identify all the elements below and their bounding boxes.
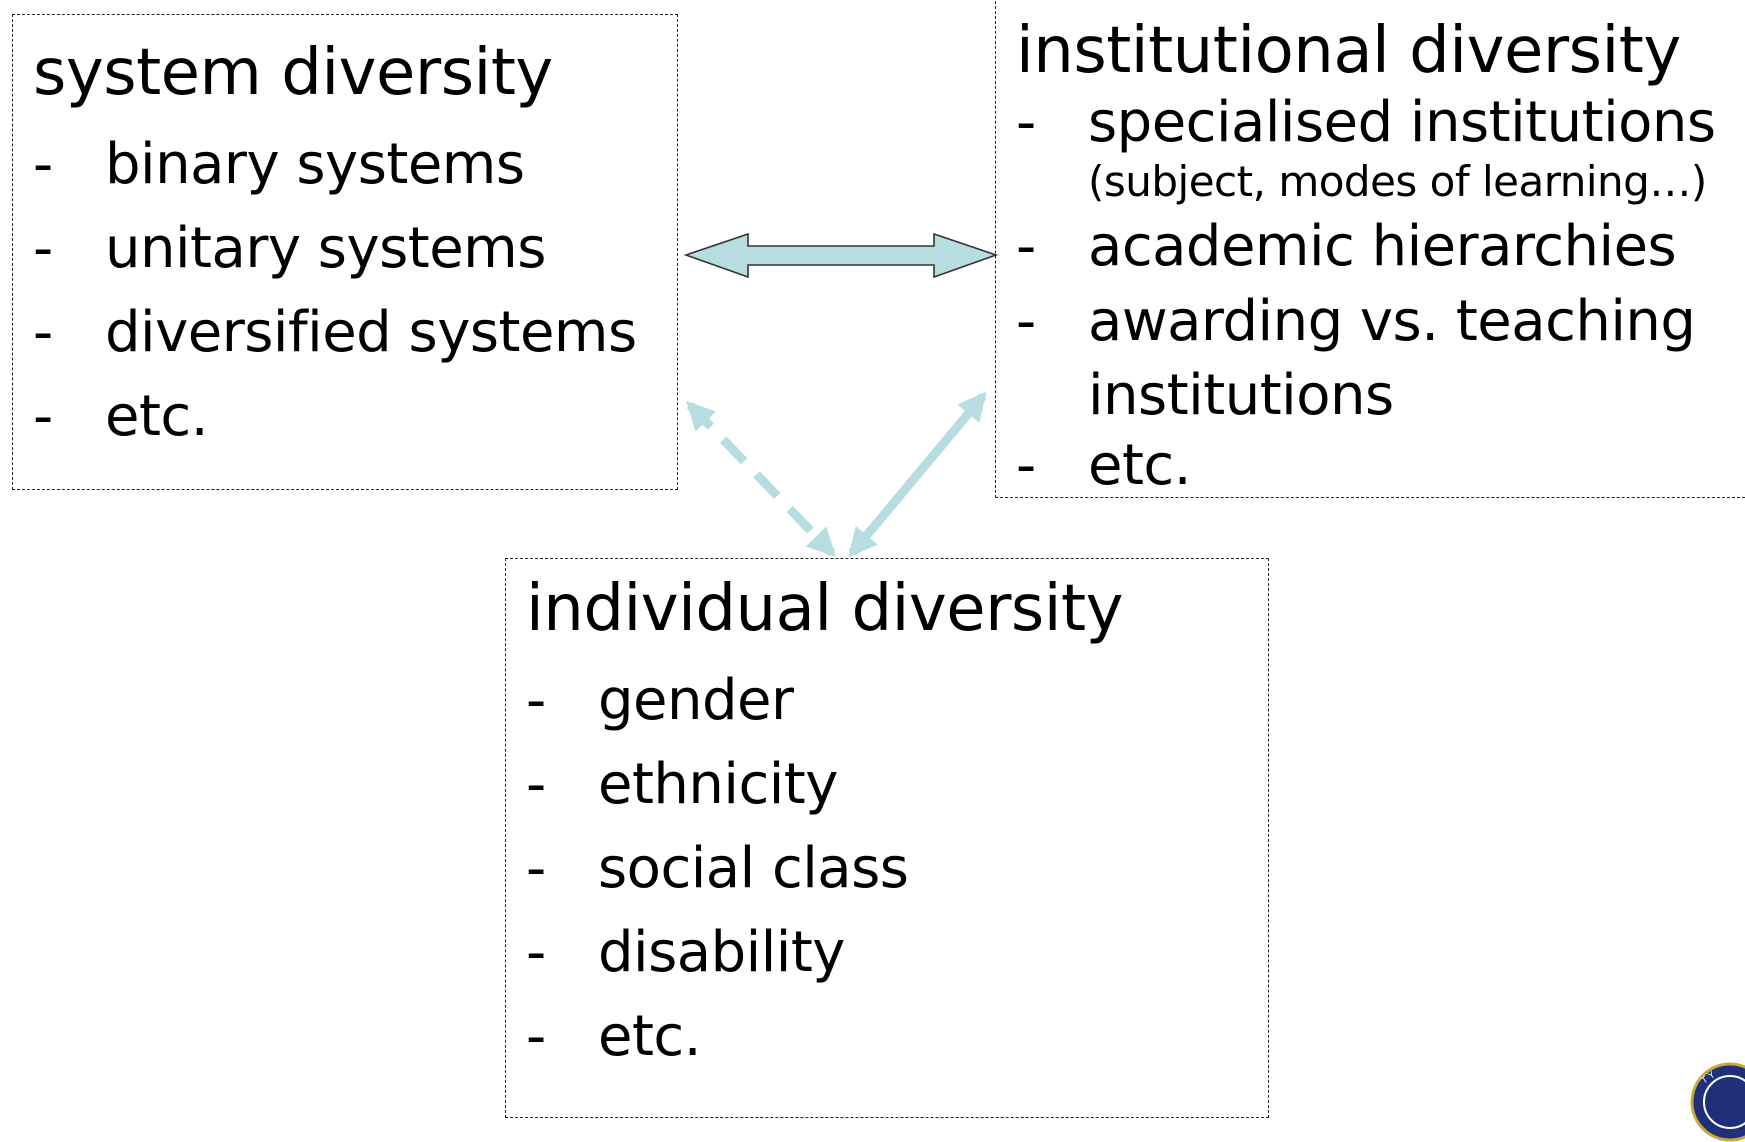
bullet-dash: - [33, 384, 53, 449]
list-item-text: academic hierarchies [1088, 214, 1677, 279]
system-diversity-box: system diversity -binary systems -unitar… [12, 14, 678, 490]
list-item-text: etc. [1088, 433, 1192, 498]
bullet-dash: - [1016, 289, 1036, 354]
list-item-text-line2: institutions [1088, 363, 1394, 428]
solid-double-arrow [848, 391, 987, 558]
list-item-text: social class [598, 836, 909, 901]
list-item-text: binary systems [105, 132, 525, 197]
list-item-text: gender [598, 668, 794, 733]
list-item-text: ethnicity [598, 752, 838, 817]
list-item-text: awarding vs. teaching [1088, 289, 1696, 354]
list-item-text: unitary systems [105, 216, 546, 281]
individual-diversity-box: individual diversity -gender -ethnicity … [505, 558, 1269, 1118]
bullet-dash: - [1016, 433, 1036, 498]
bullet-dash: - [526, 752, 546, 817]
list-item-text: etc. [105, 384, 209, 449]
dashed-double-arrow [686, 400, 836, 558]
list-item-note: (subject, modes of learning…) [1088, 157, 1707, 206]
double-block-arrow [683, 232, 999, 279]
institutional-diversity-box: institutional diversity - specialised in… [995, 0, 1745, 498]
list-item-text: etc. [598, 1004, 702, 1069]
list-item-text: diversified systems [105, 300, 637, 365]
bullet-dash: - [1016, 214, 1036, 279]
bullet-dash: - [1016, 90, 1036, 155]
bullet-dash: - [33, 132, 53, 197]
system-diversity-title: system diversity [33, 36, 553, 110]
bullet-dash: - [526, 668, 546, 733]
bullet-dash: - [33, 216, 53, 281]
institutional-diversity-title: institutional diversity [1016, 14, 1681, 88]
university-seal-logo: T Y [1690, 1062, 1745, 1142]
bullet-dash: - [526, 1004, 546, 1069]
individual-diversity-title: individual diversity [526, 572, 1124, 646]
list-item-text: disability [598, 920, 845, 985]
list-item-text: specialised institutions [1088, 90, 1716, 155]
bullet-dash: - [526, 836, 546, 901]
bullet-dash: - [33, 300, 53, 365]
bullet-dash: - [526, 920, 546, 985]
